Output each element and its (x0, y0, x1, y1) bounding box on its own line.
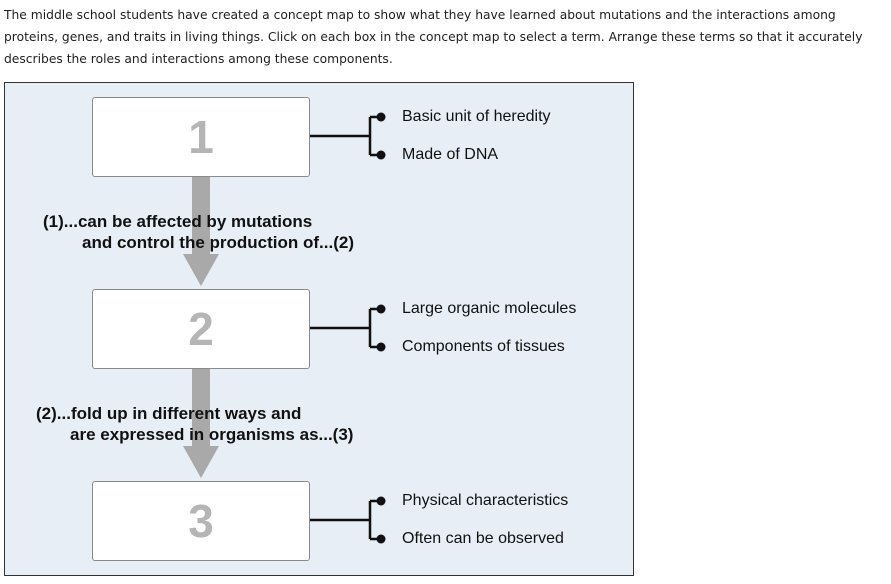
box-number-2: 2 (188, 303, 214, 355)
fact-3-a: Physical characteristics (402, 492, 569, 509)
box-number-1: 1 (188, 111, 214, 163)
fact-2-b: Components of tissues (402, 338, 565, 355)
question-prompt: The middle school students have created … (4, 8, 863, 66)
relation-2-line-1: (2)...fold up in different ways and (36, 404, 302, 423)
fact-3-b: Often can be observed (402, 530, 564, 547)
relation-1-line-2: and control the production of...(2) (82, 233, 354, 252)
bracket-connector-2 (310, 304, 386, 352)
fact-1-a: Basic unit of heredity (402, 108, 551, 125)
fact-1-b: Made of DNA (402, 146, 499, 163)
relation-2-line-2: are expressed in organisms as...(3) (70, 425, 354, 444)
relation-label-2-3: (2)...fold up in different ways and are … (36, 403, 353, 445)
bracket-connector-1 (310, 112, 386, 160)
concept-map: 1 2 3 (1)...can be affected by mutations… (4, 82, 634, 576)
relation-label-1-2: (1)...can be affected by mutations and c… (43, 211, 354, 253)
fact-2-a: Large organic molecules (402, 300, 577, 317)
concept-box-2[interactable]: 2 (92, 289, 310, 369)
bracket-connector-3 (310, 496, 386, 544)
box-number-3: 3 (188, 495, 214, 547)
concept-box-1[interactable]: 1 (92, 97, 310, 177)
concept-box-3[interactable]: 3 (92, 481, 310, 561)
relation-1-line-1: (1)...can be affected by mutations (43, 212, 313, 231)
down-arrow-2-icon (183, 368, 219, 478)
down-arrow-1-icon (183, 176, 219, 286)
